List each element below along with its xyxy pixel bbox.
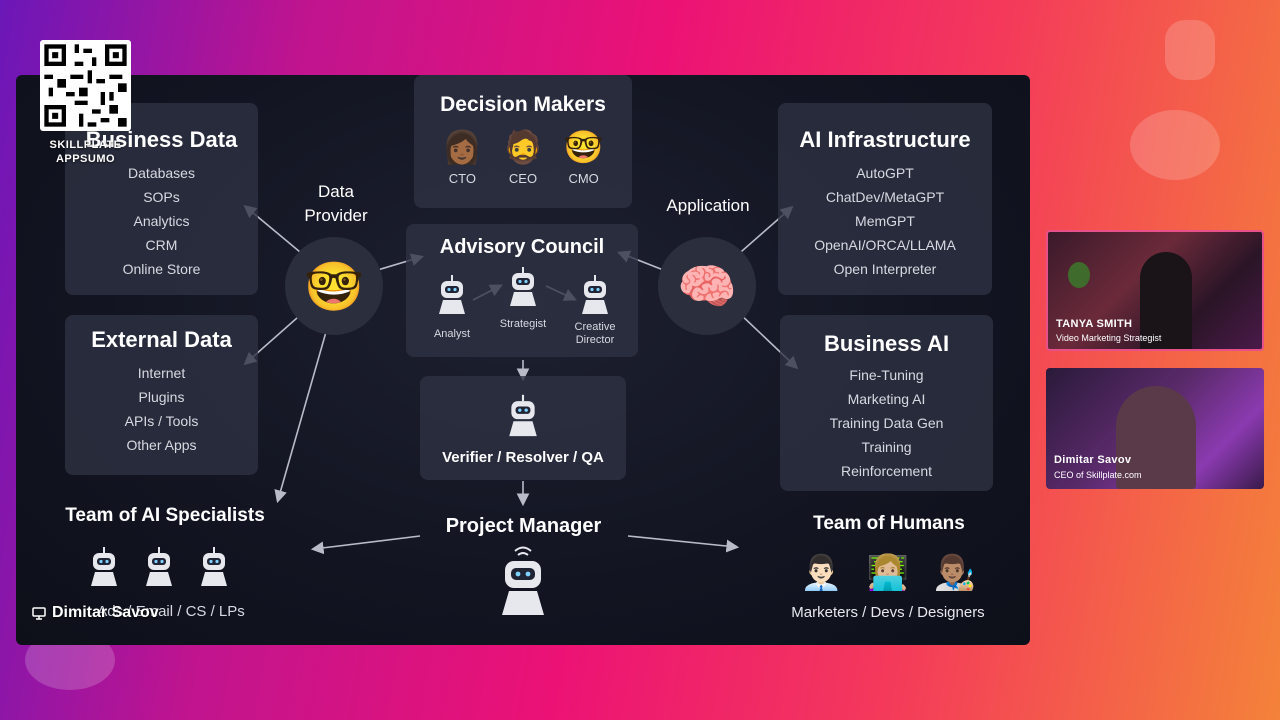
qr-caption-line2: APPSUMO bbox=[55, 153, 116, 165]
business-ai-item: Fine-Tuning bbox=[849, 367, 924, 383]
presenter-name: Dimitar Savov bbox=[52, 604, 159, 621]
creative-label: Creative bbox=[574, 321, 616, 333]
advisory-council-title: Advisory Council bbox=[439, 236, 605, 258]
data-provider-label-line2: Provider bbox=[304, 206, 368, 225]
team-ai-subtitle: Ads / Email / CS / LPs bbox=[97, 603, 245, 620]
team-humans-subtitle: Marketers / Devs / Designers bbox=[791, 604, 985, 621]
ai-infrastructure-item: OpenAI/ORCA/LLAMA bbox=[814, 237, 956, 253]
designer-icon: 👨🏽‍🎨 bbox=[933, 554, 976, 592]
cmo-label: CMO bbox=[568, 171, 599, 186]
ai-infrastructure-item: AutoGPT bbox=[856, 165, 914, 181]
developer-icon: 👩🏼‍💻 bbox=[866, 554, 910, 592]
qr-code[interactable] bbox=[40, 40, 131, 131]
ceo-avatar: 🧔 CEO bbox=[503, 127, 543, 186]
business-data-title: Business Data bbox=[85, 127, 238, 152]
nerd-face-icon: 🤓 bbox=[304, 260, 364, 314]
strategist-label: Strategist bbox=[499, 318, 547, 330]
email-robot-icon bbox=[146, 547, 172, 586]
business-ai-item: Reinforcement bbox=[840, 463, 933, 479]
business-ai-panel: Business AI Fine-Tuning Marketing AI Tra… bbox=[780, 315, 993, 491]
background-heart-decor bbox=[1130, 110, 1220, 180]
video-tile-role: CEO of Skillplate.com bbox=[1054, 470, 1142, 480]
ai-infrastructure-item: MemGPT bbox=[855, 213, 915, 229]
business-ai-item: Training bbox=[861, 439, 912, 455]
cto-label: CTO bbox=[448, 171, 476, 186]
external-data-item: Internet bbox=[137, 365, 186, 381]
ai-infrastructure-item: Open Interpreter bbox=[833, 261, 937, 277]
cmo-emoji: 🤓 bbox=[563, 129, 604, 165]
external-data-item: APIs / Tools bbox=[124, 413, 199, 429]
ai-infrastructure-title: AI Infrastructure bbox=[799, 127, 971, 152]
director-label: Director bbox=[575, 334, 615, 346]
presentation-slide: Business Data Databases SOPs Analytics C… bbox=[16, 75, 1030, 645]
ceo-emoji: 🧔 bbox=[503, 129, 543, 165]
business-data-item: Analytics bbox=[133, 213, 190, 229]
video-tile-name: Dimitar Savov bbox=[1054, 454, 1132, 466]
marketer-icon: 👨🏻‍💼 bbox=[800, 554, 843, 592]
external-data-item: Plugins bbox=[138, 389, 185, 405]
team-ai-title: Team of AI Specialists bbox=[65, 505, 265, 526]
business-ai-title: Business AI bbox=[823, 331, 950, 356]
strategist-robot-icon bbox=[510, 267, 536, 306]
qr-code-pattern bbox=[44, 44, 127, 127]
external-data-item: Other Apps bbox=[126, 437, 197, 453]
ai-infrastructure-item: ChatDev/MetaGPT bbox=[825, 189, 945, 205]
ceo-label: CEO bbox=[508, 171, 538, 186]
external-data-panel: External Data Internet Plugins APIs / To… bbox=[65, 315, 258, 475]
business-data-item: SOPs bbox=[143, 189, 180, 205]
decision-makers-panel: Decision Makers 👩🏾 CTO 🧔 CEO 🤓 CMO bbox=[414, 75, 632, 208]
verifier-panel: Verifier / Resolver / QA bbox=[420, 376, 626, 480]
qr-caption: SKILLPLATE APPSUMO bbox=[40, 138, 131, 166]
analyst-robot-icon bbox=[439, 275, 465, 314]
verifier-label: Verifier / Resolver / QA bbox=[442, 449, 604, 466]
business-data-item: CRM bbox=[145, 237, 178, 253]
cto-avatar: 👩🏾 CTO bbox=[442, 127, 482, 186]
data-provider-label-line1: Data bbox=[318, 182, 354, 201]
presenter-label: Dimitar Savov bbox=[32, 604, 159, 622]
business-data-panel: Business Data Databases SOPs Analytics C… bbox=[65, 103, 258, 295]
video-plant-decor bbox=[1068, 262, 1090, 288]
brain-icon: 🧠 bbox=[677, 260, 737, 314]
cs-robot-icon bbox=[201, 547, 227, 586]
video-tile-name: TANYA SMITH bbox=[1056, 318, 1133, 330]
video-tile-tanya[interactable]: TANYA SMITH Video Marketing Strategist bbox=[1046, 230, 1264, 351]
project-manager-label: Project Manager bbox=[445, 515, 602, 537]
ai-infrastructure-panel: AI Infrastructure AutoGPT ChatDev/MetaGP… bbox=[778, 103, 992, 295]
humans-row: 👨🏻‍💼 👩🏼‍💻 👨🏽‍🎨 bbox=[788, 553, 988, 593]
video-tile-role: Video Marketing Strategist bbox=[1056, 333, 1162, 343]
cto-emoji: 👩🏾 bbox=[442, 129, 483, 165]
screen-share-icon bbox=[32, 606, 46, 620]
decision-makers-title: Decision Makers bbox=[440, 93, 606, 116]
business-data-item: Online Store bbox=[122, 261, 201, 277]
business-ai-item: Training Data Gen bbox=[829, 415, 944, 431]
analyst-label: Analyst bbox=[433, 328, 471, 340]
data-provider-circle: 🤓 bbox=[285, 237, 383, 335]
creative-director-robot-icon bbox=[582, 275, 608, 314]
background-mic-decor bbox=[1165, 20, 1215, 80]
project-manager-robot-icon bbox=[502, 546, 544, 615]
business-ai-item: Marketing AI bbox=[847, 391, 926, 407]
cmo-avatar: 🤓 CMO bbox=[564, 127, 604, 186]
verifier-robot-icon bbox=[509, 394, 537, 437]
video-tile-dimitar[interactable]: Dimitar Savov CEO of Skillplate.com bbox=[1046, 368, 1264, 489]
ads-robot-icon bbox=[91, 547, 117, 586]
application-label: Application bbox=[666, 196, 750, 215]
team-humans-title: Team of Humans bbox=[813, 513, 965, 534]
application-circle: 🧠 bbox=[658, 237, 756, 335]
video-person-silhouette bbox=[1140, 252, 1192, 349]
business-data-item: Databases bbox=[128, 165, 195, 181]
video-person-silhouette bbox=[1116, 386, 1196, 489]
external-data-title: External Data bbox=[91, 327, 232, 352]
qr-caption-line1: SKILLPLATE bbox=[49, 139, 122, 151]
